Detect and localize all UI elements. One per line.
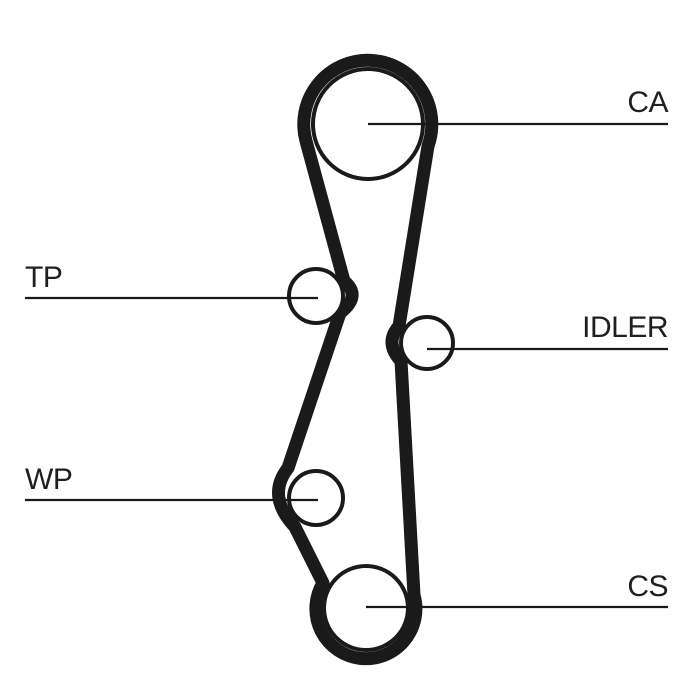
ca-label: CA <box>627 86 668 119</box>
cs-label: CS <box>627 570 668 603</box>
timing-belt-path <box>272 53 439 666</box>
wp-label: WP <box>25 463 72 496</box>
water-pump-pulley-circle <box>287 469 345 527</box>
tp-label: TP <box>25 261 62 294</box>
idler-label: IDLER <box>582 311 668 344</box>
tensioner-pulley-circle <box>287 267 345 325</box>
idler-pulley-circle <box>399 315 455 371</box>
